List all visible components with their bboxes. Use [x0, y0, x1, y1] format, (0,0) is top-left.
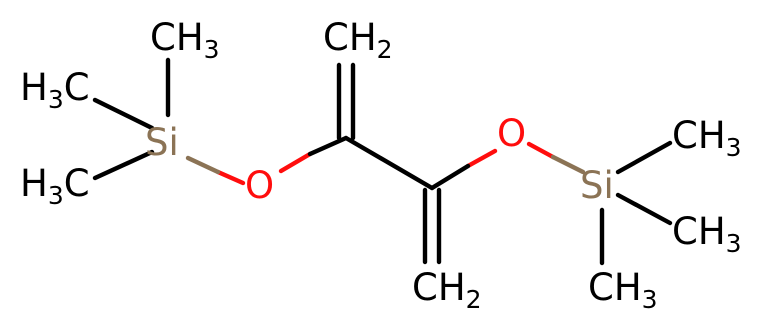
atom-o-left: O — [245, 164, 274, 207]
bond-c3-o-right — [429, 163, 471, 191]
atom-ch3-right1: CH3 — [672, 114, 742, 162]
atom-si-right: Si — [580, 164, 614, 207]
bond-si-left-ch3-left1 — [92, 97, 155, 131]
bond-si-left-o-half — [185, 155, 221, 175]
atom-ch2-bottom: CH2 — [412, 266, 482, 314]
bond-c2-o-left — [307, 135, 349, 157]
bond-o-right-half-si — [526, 141, 556, 160]
bond-o-left-half-si — [215, 169, 246, 186]
bond-c2-c3 — [343, 135, 435, 191]
atom-ch3-top: CH3 — [150, 16, 220, 64]
bond-o-right-half-c — [465, 148, 498, 169]
atom-ch3-left1: H3C — [20, 66, 90, 114]
oxygen-bonds — [215, 141, 556, 186]
atom-ch2-top: CH2 — [323, 16, 393, 64]
silicon-bond-halves — [185, 154, 586, 175]
bond-o-left-half-c — [278, 151, 313, 174]
atom-o-right: O — [497, 112, 526, 155]
atom-ch3-left2: H3C — [20, 162, 90, 210]
bond-si-right-ch3-1 — [615, 140, 673, 175]
atom-si-left: Si — [145, 121, 179, 164]
bond-si-right-ch3-2 — [615, 192, 673, 226]
bond-si-left-ch3-left2 — [92, 149, 155, 181]
bond-si-right-o-half — [550, 154, 586, 175]
atom-ch3-right2: CH3 — [672, 210, 742, 258]
carbon-bond-halves — [307, 135, 471, 191]
carbon-bonds — [92, 57, 673, 266]
atom-ch3-right3: CH3 — [588, 266, 658, 314]
